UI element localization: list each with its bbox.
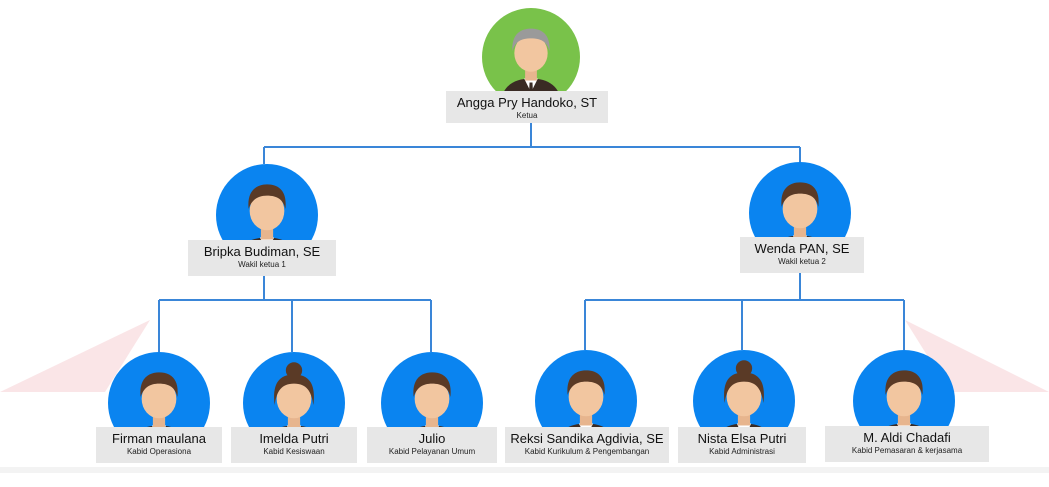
person-role: Kabid Kesiswaan	[263, 447, 325, 456]
watermark-shape-left	[0, 320, 150, 392]
member-label: Julio Kabid Pelayanan Umum	[367, 427, 497, 463]
person-role: Kabid Pemasaran & kerjasama	[851, 446, 963, 455]
deputy-label: Bripka Budiman, SE Wakil ketua 1	[188, 240, 336, 276]
leader-label: Angga Pry Handoko, ST Ketua	[446, 91, 608, 123]
person-role: Wakil ketua 1	[238, 260, 286, 269]
person-name: Imelda Putri	[259, 431, 329, 446]
person-name: Reksi Sandika Agdivia, SE	[510, 431, 664, 446]
person-role: Kabid Operasiona	[126, 447, 192, 456]
person-name: Angga Pry Handoko, ST	[456, 95, 598, 110]
person-name: Wenda PAN, SE	[754, 241, 850, 256]
person-name: Nista Elsa Putri	[697, 431, 787, 446]
person-role: Kabid Administrasi	[709, 447, 775, 456]
member-label: M. Aldi Chadafi Kabid Pemasaran & kerjas…	[825, 426, 989, 462]
watermark-bar	[0, 467, 1049, 473]
member-label: Nista Elsa Putri Kabid Administrasi	[678, 427, 806, 463]
person-role: Wakil ketua 2	[778, 257, 826, 266]
person-name: Julio	[418, 431, 446, 446]
person-role: Kabid Kurikulum & Pengembangan	[524, 447, 650, 456]
member-label: Firman maulana Kabid Operasiona	[96, 427, 222, 463]
person-role: Ketua	[516, 111, 538, 120]
member-label: Imelda Putri Kabid Kesiswaan	[231, 427, 357, 463]
person-name: Firman maulana	[112, 431, 206, 446]
person-name: Bripka Budiman, SE	[203, 244, 321, 259]
person-role: Kabid Pelayanan Umum	[388, 447, 476, 456]
deputy-label: Wenda PAN, SE Wakil ketua 2	[740, 237, 864, 273]
person-name: M. Aldi Chadafi	[863, 430, 951, 445]
member-label: Reksi Sandika Agdivia, SE Kabid Kurikulu…	[505, 427, 669, 463]
